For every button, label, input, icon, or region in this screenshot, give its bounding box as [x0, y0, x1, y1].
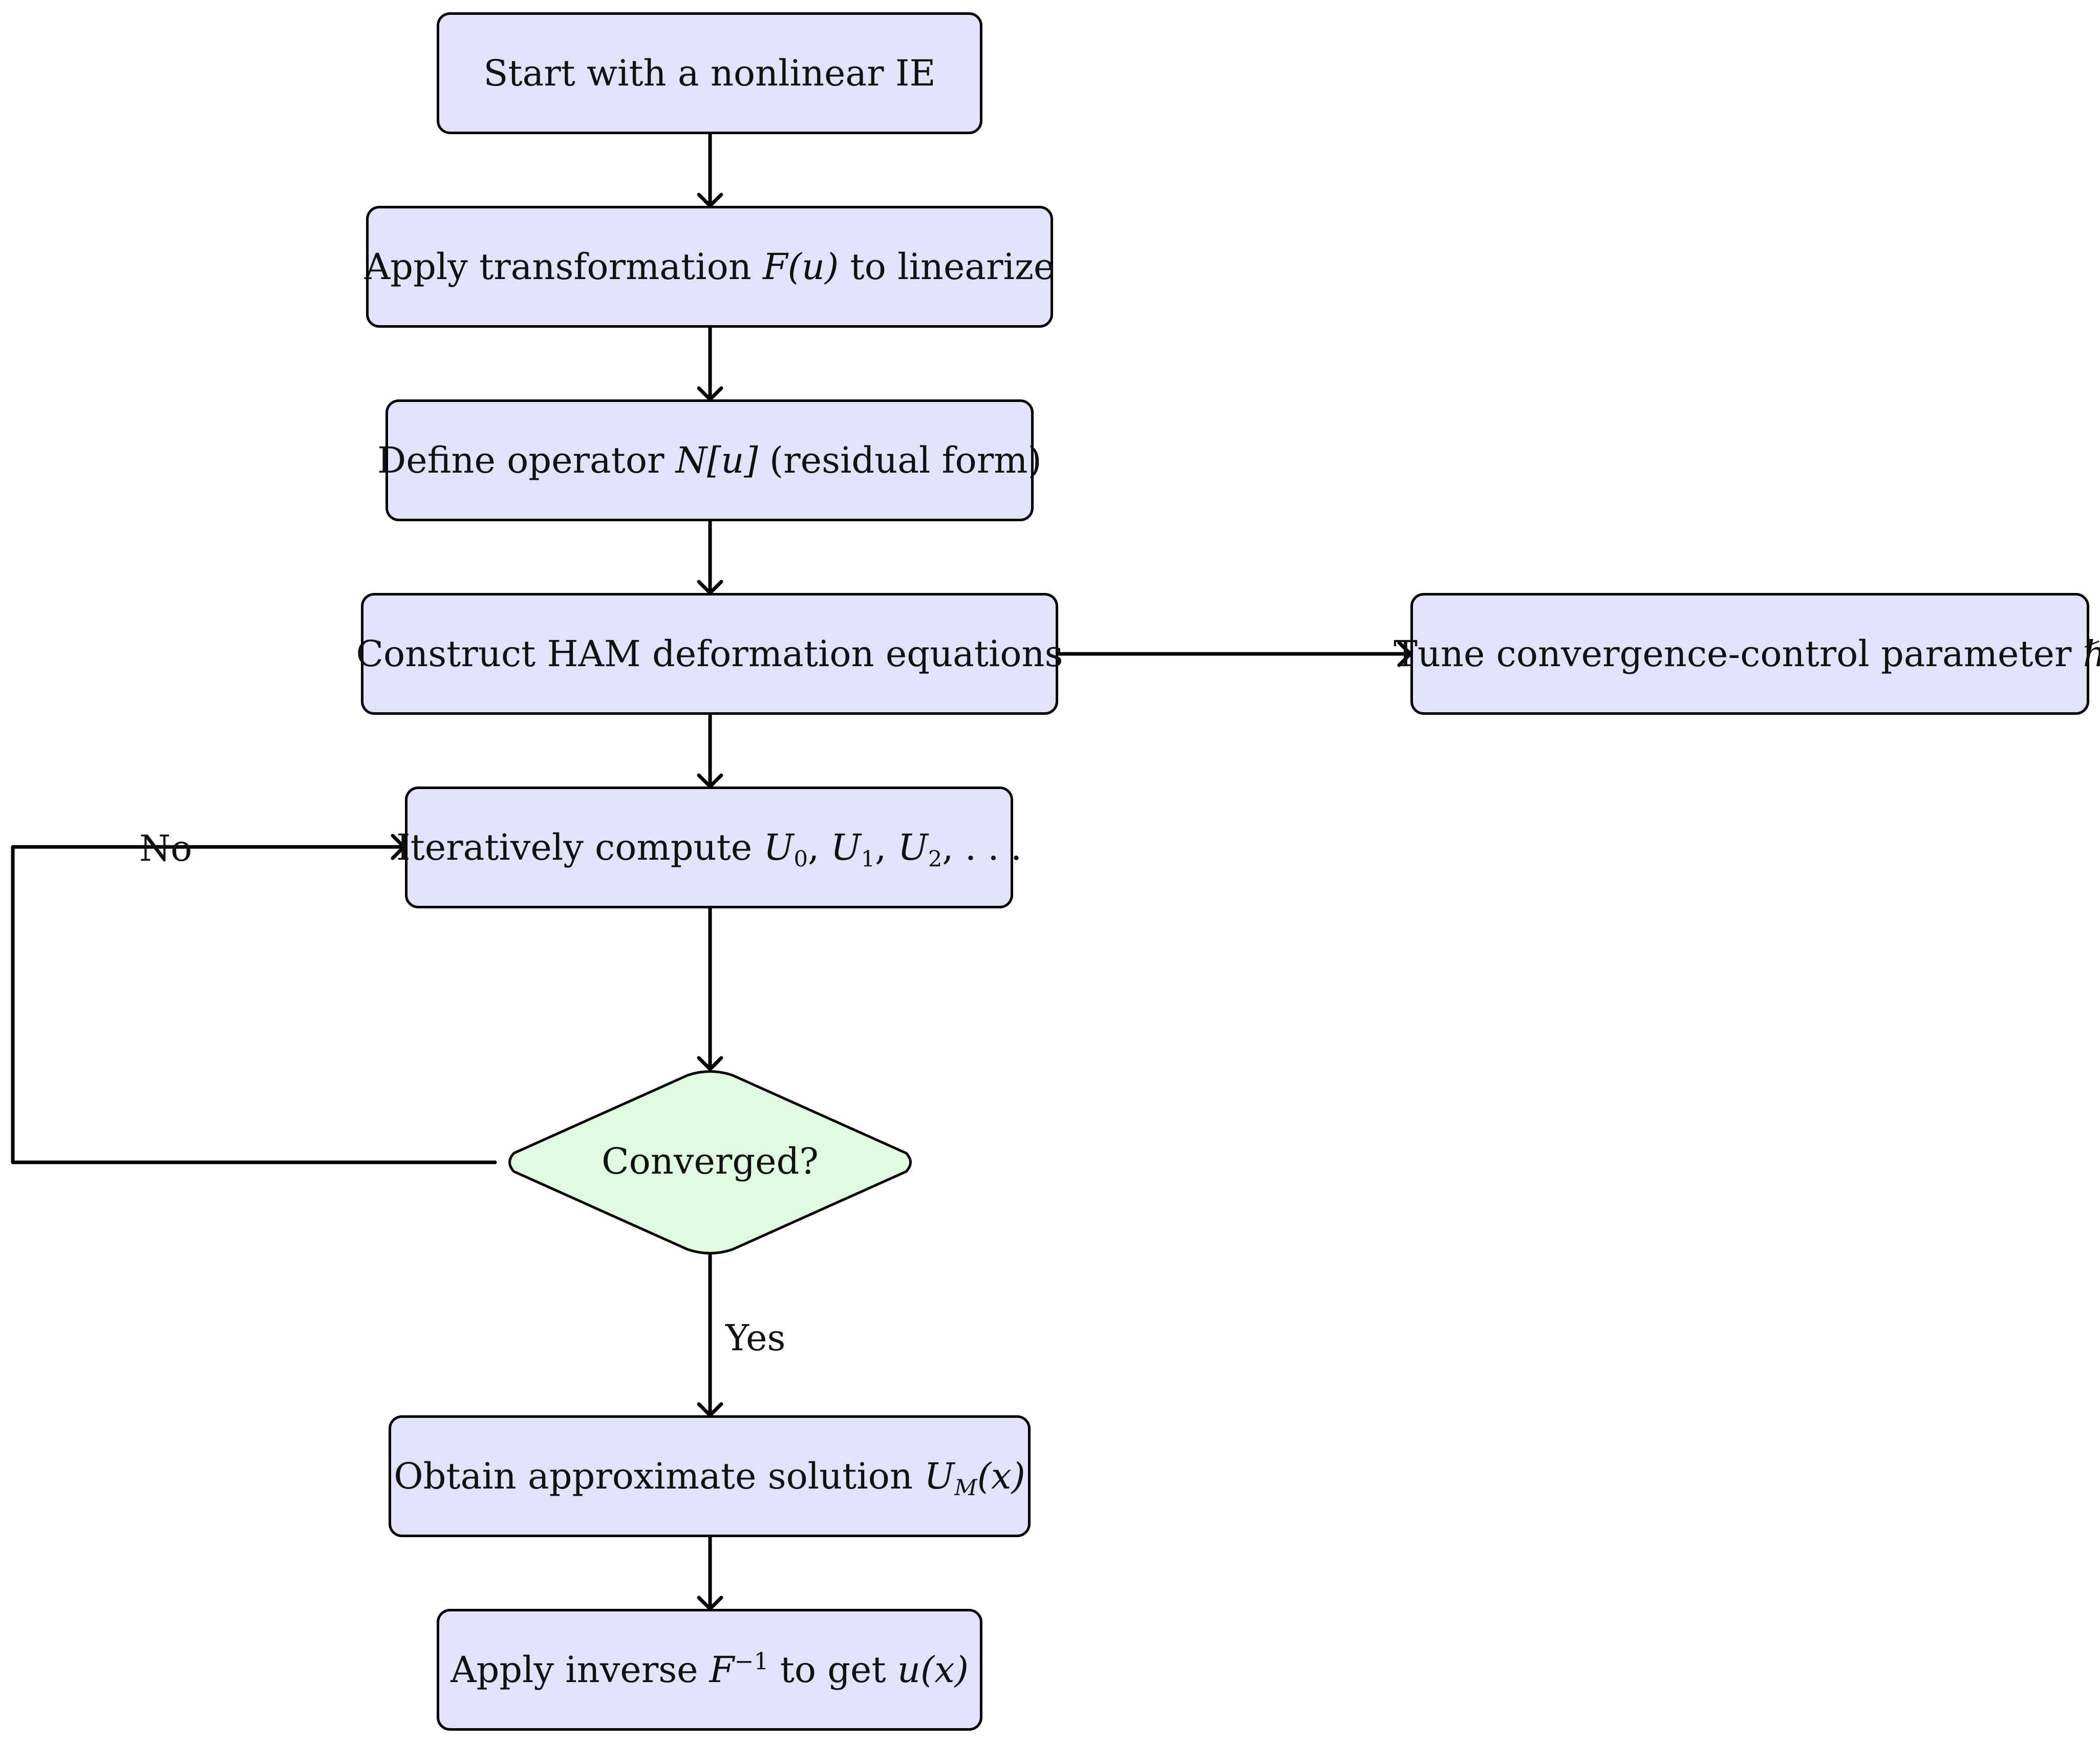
tune-prefix: Tune convergence-control parameter — [1394, 633, 2083, 675]
node-transform: Apply transformation F(u) to linearize — [365, 206, 1055, 328]
decision-diamond — [508, 1070, 912, 1255]
inverse-prefix: Apply inverse — [450, 1649, 710, 1691]
arrow-loop-no — [11, 845, 497, 1164]
node-obtain-text: Obtain approximate solution UM(x) — [394, 1455, 1025, 1499]
iterate-prefix: Iteratively compute — [396, 826, 764, 868]
arrowhead-5 — [697, 1056, 723, 1071]
obtain-sub: M — [954, 1475, 977, 1501]
node-transform-text: Apply transformation F(u) to linearize — [365, 249, 1055, 285]
iterate-sep2: , — [875, 826, 898, 868]
node-tune-text: Tune convergence-control parameter ℏ — [1394, 636, 2100, 672]
node-iterate-text: Iteratively compute U0, U1, U2, . . . — [396, 830, 1022, 870]
iterate-dots: . . . — [965, 826, 1022, 868]
define-suffix: (residual form) — [758, 439, 1042, 481]
node-iterate: Iteratively compute U0, U1, U2, . . . — [396, 787, 1022, 908]
iterate-u1: U — [830, 826, 861, 868]
obtain-arg: (x) — [977, 1455, 1025, 1497]
define-math: N[u] — [675, 439, 758, 481]
inverse-mid: to get — [768, 1649, 897, 1691]
iterate-u0: U — [763, 826, 794, 868]
edge-label-yes: Yes — [725, 1317, 786, 1359]
arrowhead-9 — [391, 834, 406, 860]
node-start-text: Start with a nonlinear IE — [483, 52, 936, 94]
inverse-sup: −1 — [734, 1647, 769, 1675]
iterate-sub1: 1 — [861, 846, 875, 873]
node-tune: Tune convergence-control parameter ℏ — [1394, 593, 2100, 715]
edge-label-no: No — [139, 827, 192, 869]
node-define: Define operator N[u] (residual form) — [377, 399, 1042, 521]
inverse-f: F — [709, 1649, 735, 1691]
iterate-sep3: , — [942, 826, 965, 868]
iterate-sub0: 0 — [794, 846, 808, 873]
node-construct-text: Construct HAM deformation equations — [356, 633, 1063, 675]
node-obtain: Obtain approximate solution UM(x) — [389, 1415, 1031, 1537]
obtain-u: U — [924, 1455, 955, 1497]
node-define-text: Define operator N[u] (residual form) — [377, 442, 1042, 478]
iterate-sub2: 2 — [928, 846, 942, 873]
iterate-sep1: , — [808, 826, 831, 868]
obtain-prefix: Obtain approximate solution — [394, 1455, 925, 1497]
transform-suffix: to linearize — [839, 246, 1055, 288]
inverse-math: u(x) — [897, 1649, 969, 1691]
node-inverse: Apply inverse F−1 to get u(x) — [437, 1609, 982, 1731]
define-prefix: Define operator — [377, 439, 676, 481]
node-start: Start with a nonlinear IE — [437, 12, 982, 134]
decision-label: Converged? — [602, 1140, 819, 1182]
transform-math: F(u) — [763, 246, 839, 288]
node-inverse-text: Apply inverse F−1 to get u(x) — [450, 1649, 969, 1691]
transform-prefix: Apply transformation — [364, 246, 763, 288]
tune-math: ℏ — [2083, 633, 2100, 675]
iterate-u2: U — [897, 826, 928, 868]
node-construct: Construct HAM deformation equations — [356, 593, 1063, 715]
